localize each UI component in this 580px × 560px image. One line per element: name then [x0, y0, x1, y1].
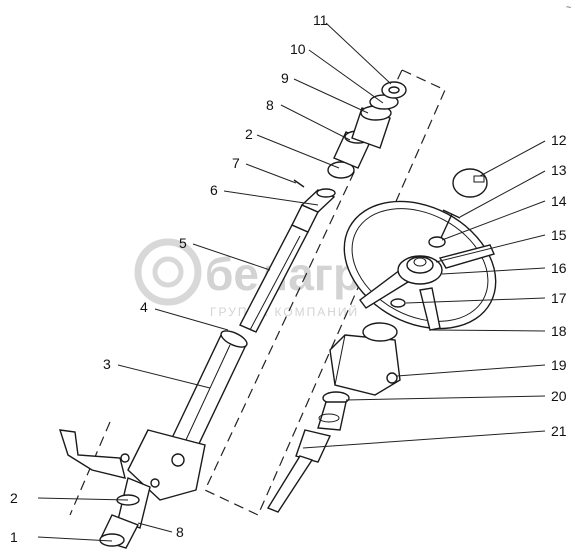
callout-2-upper: 2 — [245, 126, 253, 142]
lower-shaft — [266, 429, 331, 513]
callout-2-lower: 2 — [10, 490, 18, 506]
callout-9: 9 — [281, 70, 289, 86]
key — [390, 298, 406, 308]
callout-10: 10 — [290, 41, 306, 57]
coupling — [317, 391, 350, 431]
leader-lines — [37, 22, 546, 542]
callout-18: 18 — [551, 323, 567, 339]
lower-shaft-end — [99, 477, 151, 549]
callout-12: 12 — [551, 132, 567, 148]
lower-housing — [329, 322, 401, 396]
pin — [293, 179, 305, 188]
bearing — [351, 105, 392, 149]
column-bracket — [58, 429, 206, 501]
upper-assembly-dashed-frame — [204, 69, 446, 516]
callout-17: 17 — [551, 290, 567, 306]
hub-bolt — [439, 209, 461, 241]
callout-4: 4 — [140, 299, 148, 315]
callout-16: 16 — [551, 260, 567, 276]
hub-nut — [428, 236, 446, 248]
corner-mark: ~ — [566, 2, 571, 12]
callout-8-upper: 8 — [266, 97, 274, 113]
callout-13: 13 — [551, 162, 567, 178]
callout-20: 20 — [551, 388, 567, 404]
callout-8-lower: 8 — [176, 524, 184, 540]
callout-14: 14 — [551, 193, 567, 209]
horn-button — [452, 168, 488, 198]
nut — [381, 81, 407, 99]
callout-6: 6 — [210, 182, 218, 198]
callout-5: 5 — [179, 235, 187, 251]
callout-3: 3 — [103, 356, 111, 372]
wheel-hub — [397, 255, 443, 285]
callout-1: 1 — [10, 529, 18, 545]
splined-shaft-top — [300, 188, 336, 213]
callout-7: 7 — [232, 155, 240, 171]
callout-21: 21 — [551, 423, 567, 439]
callout-11: 11 — [313, 12, 328, 28]
callout-15: 15 — [551, 227, 567, 243]
column-tube — [171, 330, 248, 451]
callout-numbers: 1 2 3 4 5 6 7 2 8 9 10 11 12 13 14 15 16… — [10, 12, 567, 545]
watermark-tagline: ГРУППА КОМПАНИЙ — [210, 304, 359, 319]
callout-19: 19 — [551, 357, 567, 373]
